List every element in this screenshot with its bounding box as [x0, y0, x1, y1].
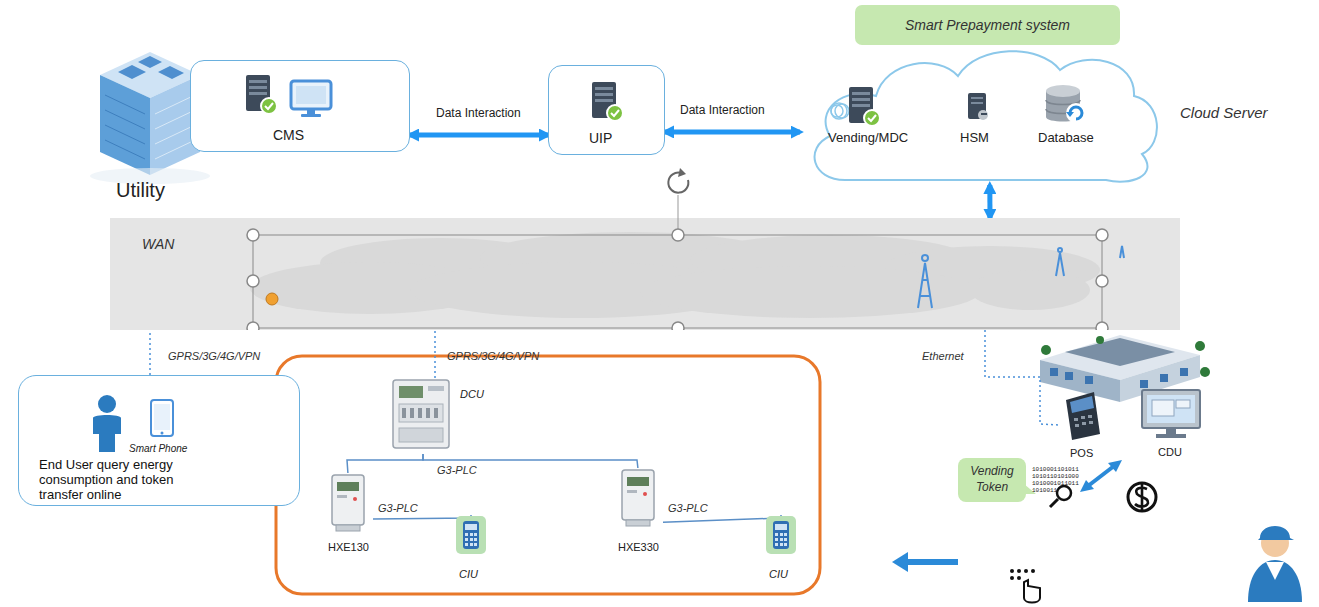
node-label: Smart Phone	[129, 443, 187, 455]
diagram-node: Vending/MDC	[828, 85, 923, 149]
diagram-node: CMS	[190, 60, 410, 152]
node-label: Smart Prepayment system	[855, 5, 1120, 45]
free-label: Utility	[116, 178, 165, 202]
edge-label: G3-PLC	[378, 502, 418, 515]
node-icon	[966, 91, 990, 123]
free-label: 1010001011011	[1032, 480, 1079, 487]
edge-label: Data Interaction	[680, 103, 765, 117]
keypad-hand	[1010, 569, 1040, 603]
diagram-node: DCU	[390, 378, 490, 454]
connector	[665, 130, 800, 135]
field-group-frame	[276, 356, 820, 594]
connector	[373, 515, 471, 519]
node-icon	[455, 515, 487, 555]
connector	[434, 330, 436, 378]
node-label: HXE130	[328, 541, 369, 554]
diagram-node: HXE330	[615, 468, 663, 557]
node-icon	[765, 515, 797, 555]
edge-label: G3-PLC	[437, 464, 477, 477]
node-label: CDU	[1158, 446, 1182, 459]
money-exchange	[1080, 460, 1156, 511]
edge-label: G3-PLC	[668, 502, 708, 515]
node-label: DCU	[460, 388, 484, 401]
node-label: CIU	[769, 568, 788, 581]
node-icon	[289, 79, 333, 119]
node-icon	[589, 80, 625, 124]
node-icon	[243, 73, 279, 117]
node-label: HXE330	[618, 541, 659, 554]
node-label: Vending/MDC	[828, 130, 908, 146]
diagram-node: Vending Token	[958, 458, 1026, 502]
node-label: WAN	[142, 236, 174, 253]
node-icon	[330, 473, 366, 533]
node-label: HSM	[960, 130, 989, 146]
node-icon	[149, 398, 175, 438]
diagram-node: HXE130	[325, 473, 373, 557]
node-label: UIP	[589, 130, 612, 147]
diagram-node: WAN	[110, 218, 1180, 330]
connector	[663, 515, 781, 522]
diagram-node: Database	[1032, 83, 1102, 149]
diagram-node: CIU	[763, 515, 799, 585]
node-icon	[390, 378, 456, 452]
free-label: 1010001101011	[1032, 466, 1079, 473]
technician	[1248, 526, 1302, 602]
node-icon	[846, 85, 882, 129]
node-label: CIU	[459, 568, 478, 581]
diagram-node: HSM	[960, 87, 1000, 149]
edge-label: Ethernet	[922, 350, 964, 363]
node-label: POS	[1070, 447, 1093, 460]
diagram-node: CIU	[453, 515, 489, 585]
free-label: 1010110101000	[1032, 473, 1079, 480]
rotate-handle	[668, 168, 688, 218]
node-icon	[110, 218, 1180, 330]
diagram-node: UIP	[548, 65, 665, 155]
node-label: End User query energy consumption and to…	[39, 458, 214, 503]
node-icon	[620, 468, 656, 528]
free-label: Cloud Server	[1180, 104, 1268, 122]
node-icon	[1140, 388, 1202, 440]
node-label: CMS	[273, 127, 304, 144]
node-icon	[1042, 83, 1088, 125]
diagram-node: POS	[1058, 390, 1106, 464]
token-entry-arrow	[892, 552, 958, 572]
node-icon	[1060, 390, 1104, 442]
diagram-node: CDU	[1140, 388, 1202, 463]
connector	[410, 133, 548, 138]
connector	[347, 454, 423, 473]
connector	[987, 185, 992, 218]
connector	[149, 330, 151, 375]
free-label: 1010011	[1032, 487, 1057, 494]
node-label: Vending Token	[964, 464, 1020, 495]
diagram-node: Smart PhoneEnd User query energy consump…	[18, 375, 300, 506]
edge-label: GPRS/3G/4G/VPN	[168, 350, 260, 363]
edge-label: Data Interaction	[436, 106, 521, 120]
node-icon	[87, 394, 127, 452]
node-label: Database	[1038, 130, 1094, 146]
node-icon	[828, 99, 850, 123]
edge-label: GPRS/3G/4G/VPN	[447, 350, 539, 363]
connector	[985, 330, 1058, 425]
diagram-node: Smart Prepayment systemVending/MDC HSM Dat…	[800, 5, 1165, 185]
